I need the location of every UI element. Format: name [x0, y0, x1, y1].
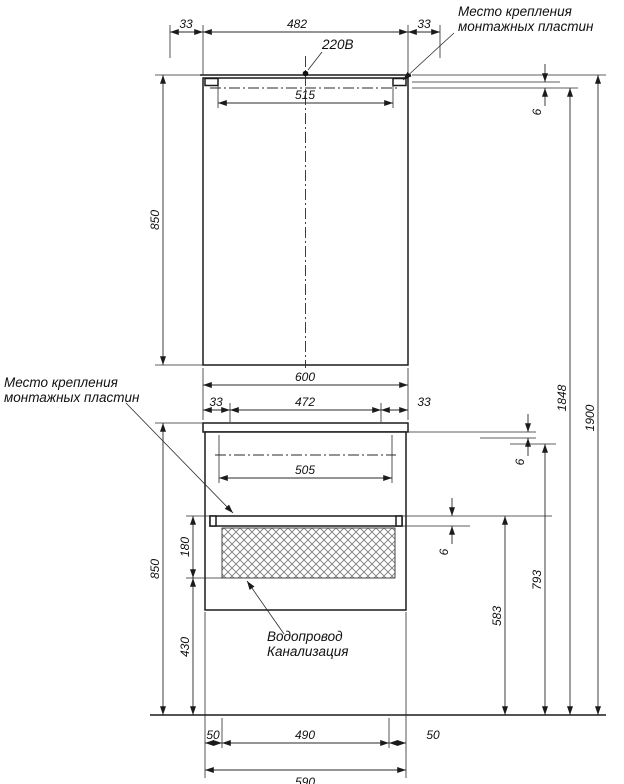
dim-rail-gap: 6: [437, 548, 451, 555]
dim-vanity-span: 472: [295, 395, 315, 409]
dim-mirror-height: 850: [148, 210, 162, 230]
dim-vanity-left: 33: [209, 395, 223, 409]
dim-vanity-gap: 6: [513, 458, 527, 465]
dim-top-left: 33: [179, 17, 193, 31]
annotation-labels: Место крепления монтажных пластин 220В М…: [4, 4, 594, 659]
mounting-plates-note-left-line1: Место крепления: [4, 375, 118, 390]
dim-hatch-floor: 430: [178, 637, 192, 657]
dim-mirror-inner: 515: [295, 88, 315, 102]
countertop: [202, 422, 409, 433]
dim-bottom-left: 50: [206, 728, 220, 742]
leader-lines: [125, 32, 455, 635]
dim-vanity-inner: 505: [295, 463, 315, 477]
power-outlet-label: 220В: [321, 37, 354, 52]
dim-rail-floor: 583: [490, 606, 504, 626]
dim-vanity-right: 33: [417, 395, 431, 409]
dim-top-span: 482: [287, 17, 307, 31]
dim-top-right: 33: [417, 17, 431, 31]
dimension-lines: [160, 29, 601, 773]
centerlines: [210, 56, 400, 456]
dim-mount-total: 1848: [555, 384, 569, 411]
mounting-plates-note-top-line1: Место крепления: [458, 4, 572, 19]
dim-vanity-height: 850: [148, 559, 162, 579]
plumbing-access-hatch: [221, 527, 396, 579]
power-outlet-point: [302, 70, 309, 77]
water-supply-label: Водопровод: [267, 629, 343, 644]
mounting-plates-note-top-line2: монтажных пластин: [458, 19, 594, 34]
dim-bottom-right: 50: [426, 728, 440, 742]
dim-bottom-width: 590: [295, 775, 315, 784]
extension-lines: [155, 25, 606, 778]
dim-vanity-width: 600: [295, 370, 315, 384]
dim-mid-floor: 793: [530, 570, 544, 590]
vanity-outline: [202, 422, 409, 611]
mounting-plate-left-icon: [204, 77, 219, 87]
mounting-plates-note-left-line2: монтажных пластин: [4, 390, 140, 405]
dim-mirror-gap: 6: [530, 108, 544, 115]
mounting-plate-right-icon: [392, 77, 407, 87]
mounting-rail: [209, 515, 403, 527]
dim-total-height: 1900: [583, 404, 597, 431]
sewerage-label: Канализация: [267, 644, 348, 659]
dim-hatch-height: 180: [178, 537, 192, 557]
dim-bottom-span: 490: [295, 728, 315, 742]
dimension-labels: 33 482 33 515 850 6 600 33 472 33 505 6 …: [148, 17, 597, 784]
